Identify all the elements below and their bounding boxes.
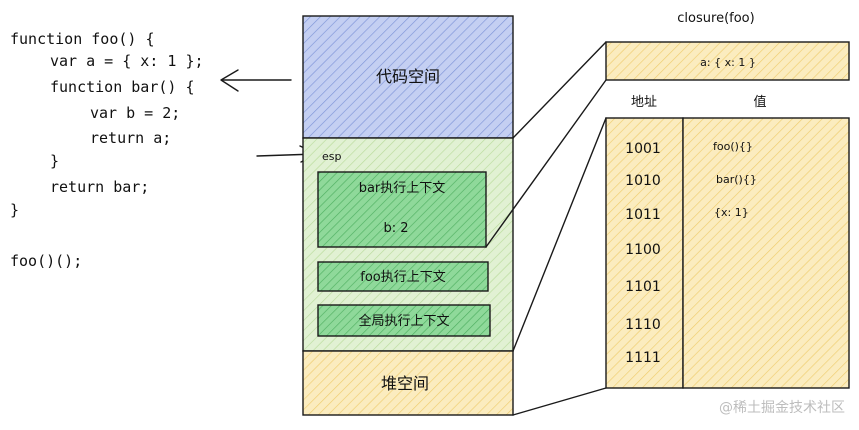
watermark: @稀土掘金技术社区: [719, 400, 845, 416]
address-cell: 1001: [625, 141, 661, 157]
global-context-box: [317, 304, 491, 337]
closure-title: closure(foo): [677, 11, 754, 26]
heap-space-box: [302, 350, 514, 416]
address-header: 地址: [631, 95, 657, 110]
closure-box: [605, 41, 850, 81]
code-line: return bar;: [50, 178, 149, 196]
code-line: foo()();: [10, 252, 82, 270]
value-column: [682, 117, 850, 389]
value-cell: {x: 1}: [714, 206, 749, 219]
bar-context-label: bar执行上下文: [359, 181, 446, 196]
code-space-box: [302, 15, 514, 139]
address-cell: 1011: [625, 207, 661, 223]
connector-lines: [485, 41, 607, 416]
foo-context-label: foo执行上下文: [360, 270, 445, 285]
closure-content: a: { x: 1 }: [700, 56, 756, 69]
code-line: function bar() {: [50, 78, 195, 96]
global-context-label: 全局执行上下文: [358, 313, 449, 329]
closure-panel: closure(foo) a: { x: 1 }: [605, 11, 850, 81]
foo-context-box: [317, 261, 489, 292]
code-line: var b = 2;: [90, 104, 180, 122]
code-block: function foo() { var a = { x: 1 }; funct…: [10, 30, 204, 270]
address-cell: 1110: [625, 317, 661, 333]
heap-table: 地址 值 1001 1010 1011 1100 1101 1110 1111 …: [605, 94, 850, 389]
code-line: function foo() {: [10, 30, 155, 48]
address-cell: 1111: [625, 350, 661, 366]
code-line: }: [50, 152, 59, 170]
memory-stack: 代码空间 esp bar执行上下文 b: 2 foo执行上下文 全局执行上下文 …: [302, 15, 514, 416]
address-cell: 1010: [625, 173, 661, 189]
bar-variable-label: b: 2: [383, 221, 408, 236]
address-cell: 1101: [625, 279, 661, 295]
code-space-label: 代码空间: [376, 67, 440, 86]
address-cell: 1100: [625, 242, 661, 258]
code-space-arrow: [220, 69, 292, 92]
value-cell: bar(){}: [716, 173, 757, 186]
address-column: [605, 117, 684, 389]
heap-space-label: 堆空间: [381, 374, 429, 393]
code-line: }: [10, 201, 19, 219]
code-line: return a;: [90, 129, 171, 147]
bar-context-box: [317, 171, 487, 248]
code-line: var a = { x: 1 };: [50, 52, 204, 70]
esp-label: esp: [322, 150, 341, 163]
value-header: 值: [753, 94, 766, 110]
value-cell: foo(){}: [713, 140, 753, 153]
